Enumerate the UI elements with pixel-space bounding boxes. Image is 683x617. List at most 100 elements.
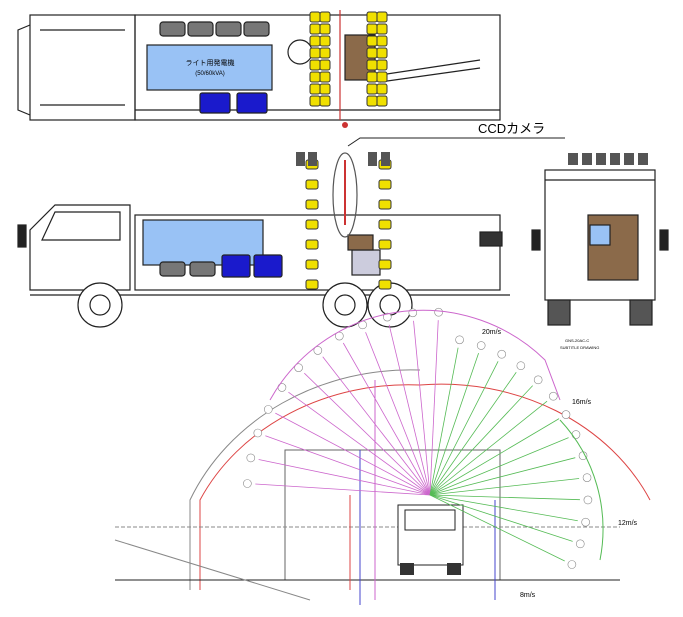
coverage-ray <box>429 372 517 496</box>
light-unit <box>319 83 331 95</box>
light-unit <box>378 279 392 290</box>
ray-number-marker <box>582 473 592 482</box>
light-unit <box>366 47 378 59</box>
speed-label-8: 8m/s <box>520 592 536 599</box>
light-unit <box>376 71 388 83</box>
coverage-ray <box>429 494 565 562</box>
coverage-ray <box>365 332 431 496</box>
ray-number-marker <box>455 335 464 345</box>
light-unit <box>378 179 392 190</box>
ray-number-marker <box>561 410 571 419</box>
coverage-ray <box>429 352 479 496</box>
light-unit <box>319 23 331 35</box>
coverage-ray <box>388 324 431 496</box>
truck-top-view <box>17 10 501 121</box>
light-unit <box>309 23 321 35</box>
truck-side-view <box>17 152 510 328</box>
ray-number-marker <box>549 391 558 401</box>
light-unit <box>366 11 378 23</box>
ray-number-marker <box>575 539 585 549</box>
coverage-ray <box>288 391 431 496</box>
speed-label-12: 12m/s <box>618 520 638 527</box>
coverage-ray <box>322 356 431 496</box>
light-unit <box>378 219 392 230</box>
camera-coverage-fan <box>243 307 604 569</box>
camera-unit <box>568 153 578 165</box>
ray-number-marker <box>581 517 590 527</box>
ray-number-marker <box>567 560 577 569</box>
ray-number-marker <box>335 331 344 341</box>
camera-unit <box>582 153 592 165</box>
coverage-ray <box>265 435 431 496</box>
ray-number-marker <box>571 430 581 439</box>
camera-unit <box>368 152 377 166</box>
light-unit <box>305 239 319 250</box>
coverage-ray <box>413 320 431 496</box>
light-unit <box>319 59 331 71</box>
camera-unit <box>610 153 620 165</box>
light-unit <box>366 71 378 83</box>
camera-unit <box>638 153 648 165</box>
light-unit <box>305 219 319 230</box>
light-unit <box>309 83 321 95</box>
ray-number-marker <box>253 428 263 438</box>
light-unit <box>366 95 378 107</box>
light-unit <box>376 83 388 95</box>
light-unit <box>319 47 331 59</box>
camera-unit <box>296 152 305 166</box>
coverage-ray <box>258 459 431 496</box>
ray-number-marker <box>476 341 486 350</box>
ccd-callout-line <box>347 137 565 147</box>
light-unit <box>378 239 392 250</box>
light-unit <box>376 23 388 35</box>
coverage-arc <box>269 309 561 401</box>
ray-number-marker <box>382 312 392 322</box>
coverage-ray <box>429 478 580 496</box>
coverage-ray <box>429 320 439 496</box>
rear-view-lights <box>568 153 648 165</box>
ray-number-marker <box>294 363 303 372</box>
light-unit <box>376 11 388 23</box>
ccd-camera-label: CCDカメラ <box>478 121 545 136</box>
ccd-camera-marker <box>342 122 348 128</box>
drawing-note-2: SUBTITLE DRAWING <box>560 345 599 350</box>
light-unit <box>366 35 378 47</box>
truck-rear-view <box>531 169 669 326</box>
tunnel-section <box>114 369 651 605</box>
coverage-arc <box>559 419 604 561</box>
light-unit <box>319 35 331 47</box>
top-view-lights <box>309 11 388 107</box>
light-unit <box>309 59 321 71</box>
coverage-ray <box>429 494 578 522</box>
ray-number-marker <box>583 495 593 505</box>
light-unit <box>309 35 321 47</box>
coverage-ray <box>275 412 431 496</box>
light-unit <box>309 11 321 23</box>
ray-number-marker <box>263 405 273 414</box>
drawing-note-1: GNS-20AC-C <box>565 338 589 343</box>
light-unit <box>305 199 319 210</box>
coverage-ray <box>429 494 580 501</box>
ray-number-marker <box>533 375 543 385</box>
generator-rating: (50/60kVA) <box>195 71 225 77</box>
speed-label-20: 20m/s <box>482 329 502 336</box>
light-unit <box>305 279 319 290</box>
ray-number-marker <box>578 451 588 461</box>
light-unit <box>376 59 388 71</box>
light-unit <box>305 259 319 270</box>
ray-number-marker <box>497 349 507 359</box>
camera-unit <box>308 152 317 166</box>
light-unit <box>305 179 319 190</box>
light-unit <box>309 95 321 107</box>
camera-unit <box>624 153 634 165</box>
light-unit <box>378 199 392 210</box>
generator-label: ライト用発電機 <box>186 58 235 67</box>
light-unit <box>376 95 388 107</box>
light-unit <box>378 259 392 270</box>
ray-number-marker <box>313 346 323 355</box>
coverage-ray <box>429 385 533 496</box>
coverage-ray <box>429 361 499 496</box>
light-unit <box>376 47 388 59</box>
ray-number-marker <box>434 307 443 317</box>
light-unit <box>319 71 331 83</box>
